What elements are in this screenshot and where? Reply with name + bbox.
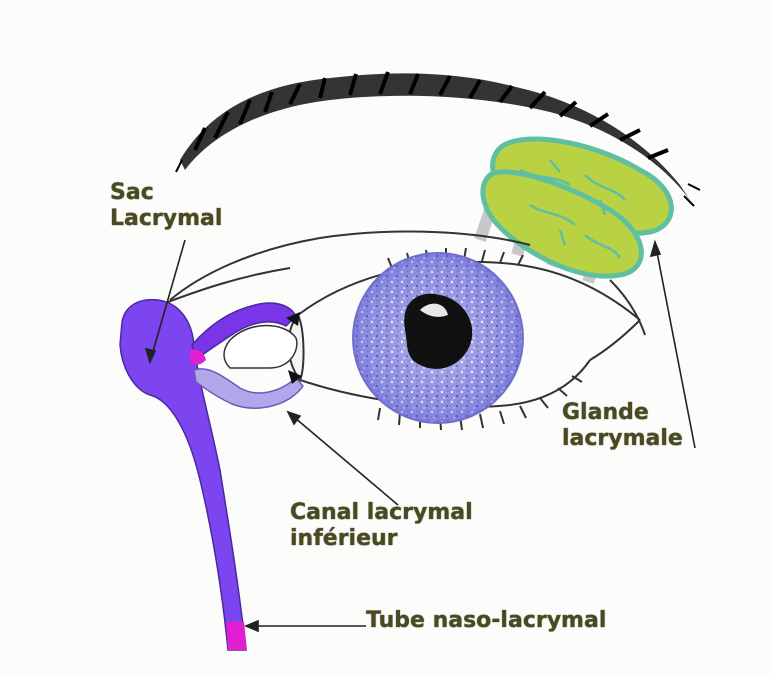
outer-canthus — [589, 319, 641, 361]
gland-folds — [519, 159, 626, 259]
upper-lid-margin — [297, 260, 641, 321]
punctum-lower — [288, 370, 302, 384]
leader-sac — [149, 239, 186, 363]
canal-junction — [190, 349, 206, 365]
leader-lines — [144, 239, 696, 633]
label-tube-line1: Tube naso-lacrymal — [366, 608, 607, 633]
label-canal-line2: inférieur — [290, 526, 398, 551]
label-glande-line2: lacrymale — [562, 426, 683, 451]
nasolacrimal-system — [119, 298, 304, 651]
leader-glande — [654, 241, 696, 449]
lacrimal-gland — [480, 136, 674, 279]
arrow-sac — [144, 347, 157, 365]
inner-punctum-loop — [223, 324, 298, 369]
eyelids — [169, 230, 646, 409]
nasolacrimal-sac-duct — [119, 298, 247, 651]
eyebrow — [175, 71, 701, 207]
leader-canal — [287, 411, 399, 506]
eyebrow-sparse-ends — [175, 159, 701, 207]
eyeball — [352, 252, 524, 424]
pupil — [404, 293, 473, 369]
upper-lid-crease — [169, 230, 531, 301]
label-canal-line1: Canal lacrymal — [290, 500, 473, 525]
label-glande-lacrymale: Glande lacrymale — [562, 400, 683, 452]
lower-eyelashes — [377, 375, 583, 431]
arrow-glande — [649, 239, 662, 258]
canal-inferieur — [193, 368, 304, 409]
pupil-highlight — [420, 303, 448, 317]
lateral-lid-crease — [609, 279, 646, 336]
label-sac-line1: Sac — [110, 180, 154, 205]
label-canal-lacrymal-inferieur: Canal lacrymal inférieur — [290, 500, 473, 552]
tube-end — [226, 622, 247, 650]
arrow-tube — [243, 619, 259, 633]
label-sac-lacrymal: Sac Lacrymal — [110, 180, 222, 232]
eyebrow-texture — [193, 71, 669, 160]
gland-lower-lobe — [480, 169, 644, 279]
eyebrow-shape — [180, 73, 690, 200]
label-glande-line1: Glande — [562, 400, 649, 425]
arrow-canal — [286, 410, 302, 426]
label-tube-naso-lacrymal: Tube naso-lacrymal — [366, 608, 606, 634]
label-sac-line2: Lacrymal — [110, 206, 223, 231]
punctum-upper — [286, 312, 300, 326]
upper-lid-inner-line — [167, 267, 291, 303]
